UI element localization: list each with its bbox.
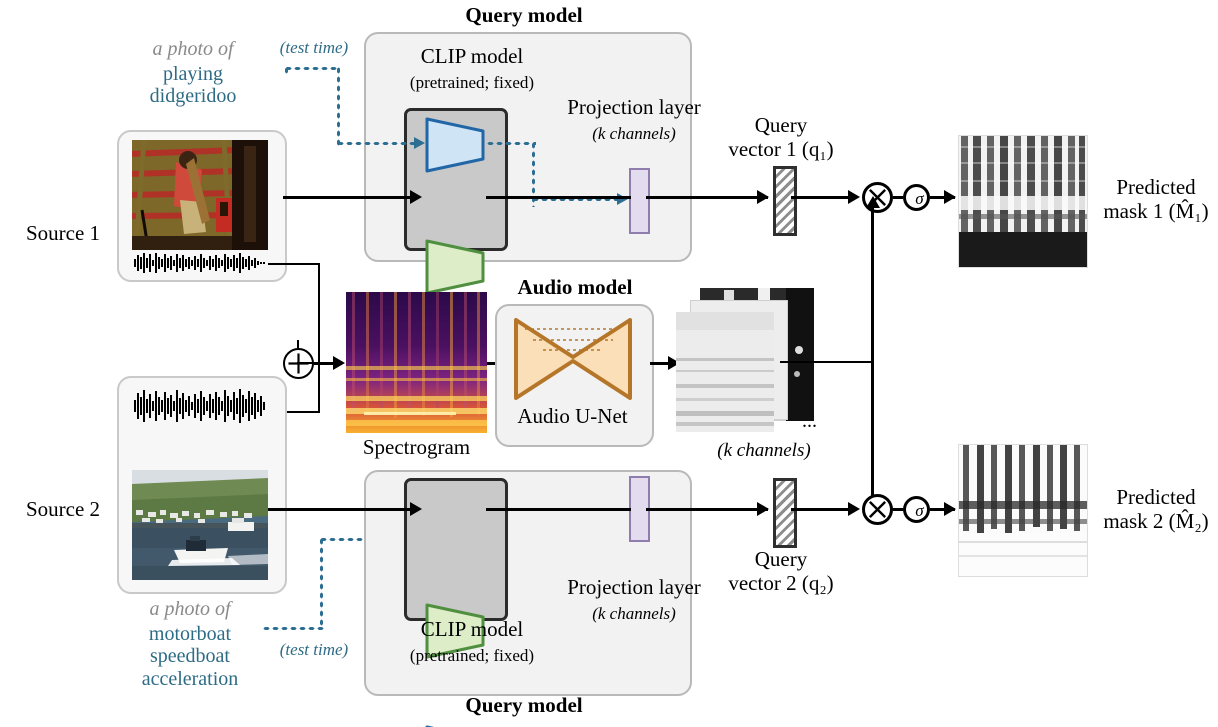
- audio-unet-label: Audio U-Net: [517, 404, 628, 428]
- sigma-bottom-glyph: σ: [915, 501, 924, 520]
- bus-vertical-up: [871, 206, 874, 366]
- query-vector-1-label: Query vector 1 (q₁): [728, 113, 834, 161]
- projection-layer-top-sublabel: (k channels): [592, 124, 676, 143]
- arrowhead-bus-up: [866, 196, 880, 208]
- arrow-projection-to-q2: [646, 508, 768, 511]
- arrowhead-sigma-mask1: [944, 190, 956, 204]
- spectrogram-image: [346, 292, 487, 433]
- dotted-seg-bot-h1: [262, 626, 324, 631]
- dotted-seg-top-v2: [531, 141, 536, 207]
- spectrogram-label: Spectrogram: [362, 435, 471, 459]
- arrow-clip-to-projection-top: [486, 196, 631, 199]
- source-2-photo: [132, 470, 268, 580]
- text-encoder-trapezoid-top: [424, 116, 1218, 174]
- dotted-arrowhead-top-proj: [617, 193, 628, 205]
- source-1-photo: [132, 140, 268, 250]
- image-encoder-trapezoid-bottom: [424, 602, 1218, 660]
- prompt-text-bottom: motorboat speedboat acceleration: [141, 623, 239, 690]
- arrowhead-to-q1: [757, 190, 769, 204]
- clip-model-top-label: CLIP model: [420, 44, 524, 68]
- clip-model-top-sublabel: (pretrained; fixed): [409, 73, 535, 92]
- projection-layer-bottom-sublabel: (k channels): [592, 604, 676, 623]
- projection-layer-bottom-label: Projection layer: [567, 575, 701, 599]
- query-vector-2-bar: [773, 478, 797, 548]
- bus-from-features: [780, 361, 874, 363]
- audio-model-title: Audio model: [517, 275, 633, 299]
- clip-inner-box-bottom: [404, 478, 508, 621]
- predicted-mask-2-label: Predicted mask 2 (M̂₂): [1103, 485, 1209, 533]
- predicted-mask-1-label: Predicted mask 1 (M̂₁): [1103, 175, 1209, 223]
- source-2-waveform: [132, 388, 268, 424]
- line-wave1-down: [318, 263, 320, 363]
- query-model-top-title: Query model: [465, 3, 583, 27]
- arrowhead-sum-spectrogram: [333, 356, 345, 370]
- query-model-bottom-title: Query model: [465, 693, 583, 717]
- clip-model-bottom-sublabel: (pretrained; fixed): [409, 646, 535, 665]
- prompt-text-top: playing didgeridoo: [149, 63, 237, 108]
- link-multiply-sigma-bottom: [893, 508, 903, 511]
- image-encoder-trapezoid-top: [424, 238, 1218, 296]
- prompt-prefix-top: a photo of: [152, 38, 234, 60]
- arrow-src1-to-clip: [283, 196, 414, 199]
- dotted-seg-top-h4: [531, 197, 623, 202]
- projection-bar-top: [629, 168, 650, 234]
- line-wave2-right: [268, 411, 320, 413]
- sigmoid-operator-top: σ: [903, 184, 930, 211]
- arrow-clip-to-projection-bottom: [486, 508, 631, 511]
- arrowhead-sigma-mask2: [944, 502, 956, 516]
- arrow-src2-to-clip: [268, 508, 414, 511]
- dotted-seg-top-h3: [486, 141, 536, 146]
- arrowhead-src1-to-clip: [410, 190, 422, 204]
- query-vector-1-bar: [773, 166, 797, 236]
- source-1-label: Source 1: [25, 221, 101, 245]
- test-time-top-label: (test time): [279, 38, 349, 57]
- prompt-prefix-bottom: a photo of: [149, 598, 231, 620]
- link-multiply-sigma-top: [893, 196, 903, 199]
- clip-model-bottom-label: CLIP model: [420, 617, 524, 641]
- dotted-arrowhead-top-in: [414, 137, 425, 149]
- arrowhead-to-q2: [757, 502, 769, 516]
- feature-map-ellipsis: ...: [802, 410, 818, 432]
- arrow-projection-to-q1: [646, 196, 768, 199]
- line-wave2-up: [318, 365, 320, 413]
- arrow-q1-to-multiply: [791, 196, 856, 199]
- arrow-sigma-to-mask2: [930, 508, 955, 511]
- arrow-sigma-to-mask1: [930, 196, 955, 199]
- bus-vertical-down: [871, 360, 874, 512]
- sum-right-stub: [297, 362, 319, 364]
- projection-layer-top-label: Projection layer: [567, 95, 701, 119]
- k-channels-label: (k channels): [717, 440, 811, 461]
- arrow-q2-to-multiply: [791, 508, 856, 511]
- arrowhead-q1-multiply: [848, 190, 860, 204]
- source-2-label: Source 2: [25, 497, 101, 521]
- dotted-seg-bot-v: [319, 537, 324, 629]
- arrowhead-q2-multiply: [848, 502, 860, 516]
- test-time-bottom-label: (test time): [279, 640, 349, 659]
- feature-map-front: [676, 312, 774, 432]
- arrow-audiomodel-to-features: [650, 362, 680, 365]
- query-vector-2-label: Query vector 2 (q₂): [728, 547, 834, 595]
- dotted-seg-top-v: [336, 66, 341, 146]
- predicted-mask-2-image: [958, 444, 1088, 577]
- multiply-operator-bottom: [862, 494, 893, 525]
- sigmoid-operator-bottom: σ: [903, 496, 930, 523]
- sum-top-stub: [297, 340, 299, 349]
- dotted-stub-top: [284, 66, 289, 76]
- line-wave1-right: [268, 263, 320, 265]
- arrow-sum-to-spectrogram: [314, 362, 342, 365]
- audio-unet-shape: [511, 316, 635, 407]
- predicted-mask-1-image: [958, 135, 1088, 268]
- arrowhead-src2-to-clip: [410, 502, 422, 516]
- sigma-top-glyph: σ: [915, 189, 924, 208]
- dotted-seg-top-h1: [284, 66, 340, 71]
- dotted-seg-top-h2: [336, 141, 420, 146]
- source-1-waveform: [132, 252, 268, 274]
